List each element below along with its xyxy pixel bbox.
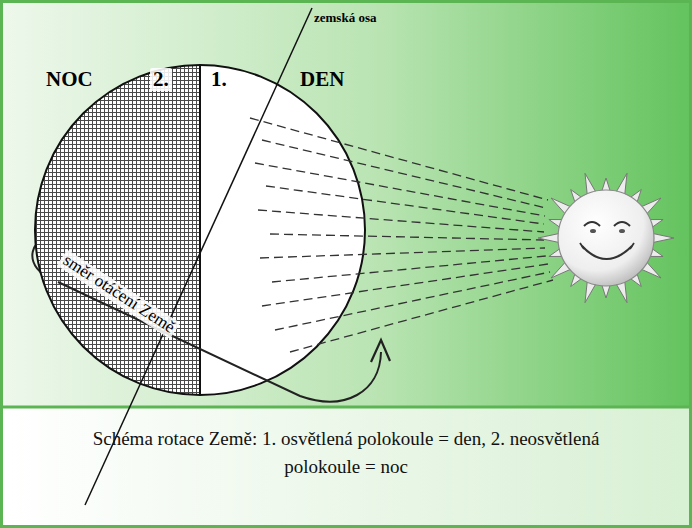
hemisphere-label: NOC bbox=[46, 68, 93, 91]
caption-divider bbox=[3, 406, 689, 409]
rotation-arrow-front bbox=[58, 282, 381, 402]
day-hemisphere bbox=[35, 65, 365, 395]
sun-symbol bbox=[538, 173, 674, 302]
caption-band bbox=[3, 408, 689, 525]
hemisphere-number: 1. bbox=[211, 68, 227, 91]
hemisphere-number: 2. bbox=[150, 68, 172, 91]
hemisphere-label: DEN bbox=[300, 68, 344, 91]
axis-label: zemská osa bbox=[314, 11, 376, 25]
rotation-arrowhead bbox=[371, 340, 390, 362]
sun-rays bbox=[250, 118, 553, 352]
globe-outline bbox=[35, 65, 365, 395]
night-hemisphere bbox=[35, 65, 200, 395]
terminator-line bbox=[199, 65, 201, 395]
figure-caption: Schéma rotace Země: 1. osvětlená polokou… bbox=[60, 425, 632, 480]
